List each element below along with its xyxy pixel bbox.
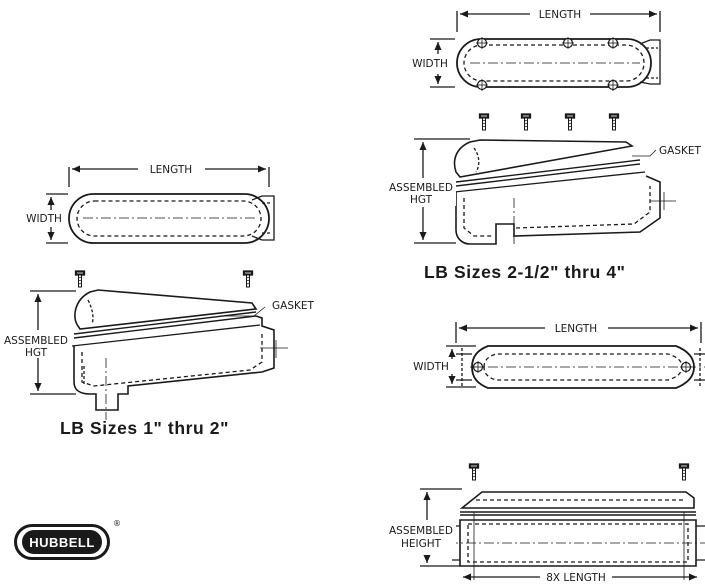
large-lb-side-view [414, 113, 676, 245]
small-side-assembled-label: ASSEMBLED [4, 335, 68, 347]
small-top-length-label: LENGTH [150, 164, 192, 176]
mogul-side-height-label: HEIGHT [401, 538, 442, 550]
large-side-gasket-label: GASKET [659, 145, 702, 157]
dimension-labels: LENGTH WIDTH GASKET ASSEMBLED HGT LENGTH… [4, 7, 702, 584]
registered-mark: ® [113, 519, 121, 528]
mogul-side-8x-length-label: 8X LENGTH [546, 572, 606, 584]
caption-lb-sizes-small: LB Sizes 1" thru 2" [60, 418, 230, 438]
mogul-top-width-label: WIDTH [413, 361, 449, 373]
mogul-side-view [420, 463, 705, 581]
small-side-gasket-label: GASKET [272, 300, 315, 312]
small-lb-side-view [30, 270, 288, 420]
mogul-top-length-label: LENGTH [555, 323, 597, 335]
large-top-width-label: WIDTH [412, 58, 448, 70]
mogul-top-view [446, 322, 705, 389]
hubbell-logo-text: HUBBELL [29, 534, 95, 550]
caption-lb-sizes-large: LB Sizes 2-1/2" thru 4" [424, 262, 626, 282]
hubbell-logo: HUBBELL [14, 524, 110, 560]
mogul-side-assembled-label: ASSEMBLED [389, 525, 453, 537]
small-lb-top-view [46, 165, 275, 244]
hubbell-logo-badge: HUBBELL [22, 530, 102, 554]
small-top-width-label: WIDTH [26, 213, 62, 225]
small-side-hgt-label: HGT [25, 347, 48, 359]
large-top-length-label: LENGTH [539, 9, 581, 21]
large-side-hgt-label: HGT [410, 194, 433, 206]
large-lb-top-view [430, 10, 661, 92]
large-side-assembled-label: ASSEMBLED [389, 182, 453, 194]
